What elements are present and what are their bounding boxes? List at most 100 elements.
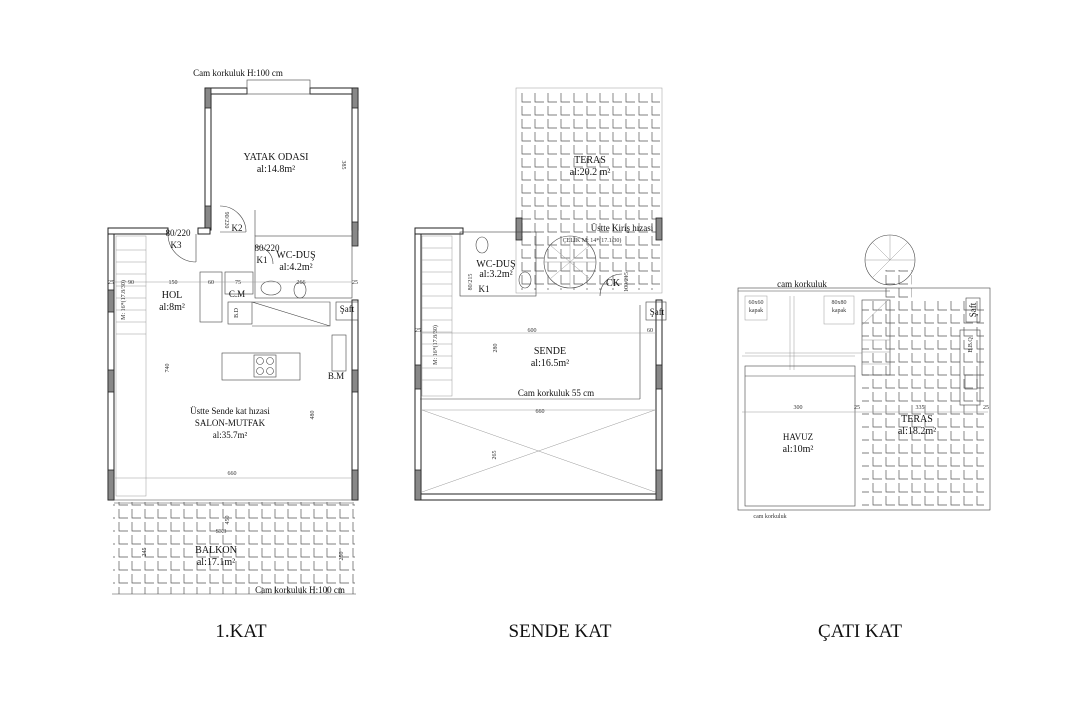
- shaft-label: Şaft: [968, 302, 978, 317]
- dim-450: 450: [225, 516, 231, 525]
- balcony-tiles: [113, 502, 355, 594]
- column: [414, 364, 422, 390]
- dim-265: 265: [492, 451, 498, 460]
- hall-name: HOL: [162, 290, 183, 301]
- hatch2-label: kapak: [832, 308, 846, 314]
- wc-name: WC-DUŞ: [476, 259, 515, 270]
- stairs-label: M: 16*(17.8/30): [432, 325, 439, 365]
- bottom-rail-label: cam korkuluk: [753, 514, 786, 520]
- terrace-area: al:18.2m²: [898, 426, 936, 437]
- washbasin-icon: [518, 271, 532, 289]
- bd-cabinet: [227, 301, 253, 325]
- column: [414, 469, 422, 501]
- plan-title: SENDE KAT: [509, 621, 612, 642]
- spiral-stair: [543, 235, 597, 289]
- wall-left: [414, 227, 422, 501]
- hatch-80x80: [823, 295, 855, 325]
- salon-area: al:35.7m²: [213, 430, 248, 440]
- plan-sende-kat: TERAS al:20.2 m² Üstte Kiriş hızasi ÇELİ…: [414, 87, 667, 642]
- cm-label: C.M: [229, 289, 245, 299]
- main-wall-left: [107, 227, 115, 501]
- plan-title: ÇATI KAT: [818, 621, 902, 642]
- column: [351, 469, 359, 501]
- sink-icon: [964, 374, 978, 390]
- door-k3-size: 80/220: [165, 228, 191, 238]
- dim-25-right: 25: [352, 280, 358, 286]
- door-ck: [599, 273, 623, 297]
- stairs: [421, 235, 453, 397]
- terrace-outline: [515, 87, 663, 294]
- column: [655, 364, 663, 390]
- wc-area: al:3.2m²: [479, 269, 512, 280]
- door-k3: [167, 233, 197, 263]
- stairs-label: M: 16*(17.8/30): [120, 280, 127, 320]
- column: [204, 205, 212, 231]
- bedroom-wall-right: [351, 87, 359, 231]
- door-k2: [219, 205, 247, 233]
- spiral-stair: [864, 234, 916, 286]
- column: [515, 217, 523, 241]
- dim-150: 150: [169, 280, 178, 286]
- door-ck-label: CK: [606, 278, 621, 289]
- top-rail-label: Cam korkuluk H:100 cm: [193, 68, 283, 78]
- column: [204, 87, 212, 109]
- dim-660: 660: [228, 471, 237, 477]
- dim-245: 245: [142, 548, 148, 557]
- beam-note: Üstte Kiriş hızasi: [591, 223, 654, 233]
- sende-area: al:16.5m²: [531, 358, 569, 369]
- stairs: [115, 235, 147, 497]
- wc-room: [459, 231, 537, 297]
- door-k2-label: K2: [232, 223, 243, 233]
- terrace-area: al:20.2 m²: [570, 167, 611, 178]
- column: [107, 369, 115, 393]
- sink-icon: [331, 334, 347, 372]
- cooktop-icon: [253, 354, 277, 378]
- wc-area: al:4.2m²: [279, 262, 312, 273]
- shaft-box: [965, 297, 981, 323]
- dim-25-right: 25: [983, 405, 989, 411]
- column: [655, 217, 663, 241]
- hatch-60x60: [744, 295, 768, 321]
- terrace-name: TERAS: [574, 155, 606, 166]
- door-k1: [254, 245, 274, 265]
- main-wall-top: [107, 227, 169, 235]
- door-k3-label: K3: [171, 240, 182, 250]
- bedroom-area: al:14.8m²: [257, 164, 295, 175]
- dim-25: 25: [108, 280, 114, 286]
- wall-bottom: [414, 493, 663, 501]
- bm-label: B.M: [328, 371, 344, 381]
- shaft-label: Şaft: [340, 304, 355, 314]
- closet-cm: [224, 271, 254, 295]
- door-k1-size: 80/220: [254, 243, 280, 253]
- door-k2-size: 90/220: [223, 212, 229, 229]
- balcony-area: al:17.1m²: [197, 557, 235, 568]
- rail-label: Cam korkuluk 55 cm: [518, 388, 594, 398]
- sende-name: SENDE: [534, 346, 566, 357]
- closet: [199, 271, 223, 323]
- pool: [744, 365, 856, 507]
- balcony-name: BALKON: [195, 545, 237, 556]
- door-k1-label: K1: [257, 255, 268, 265]
- wc-name: WC-DUŞ: [276, 250, 315, 261]
- roof-outline: [737, 287, 991, 511]
- bedroom-wall-top-right: [309, 87, 359, 95]
- dim-335: 335: [916, 405, 925, 411]
- column: [351, 87, 359, 109]
- bd-label: B.D: [234, 307, 240, 318]
- plan-1-kat: Cam korkuluk H:100 cm YATAK ODASI al:14.…: [107, 68, 359, 642]
- dim-660: 660: [536, 409, 545, 415]
- bbq-label: B.B.Q: [968, 337, 974, 353]
- bbq-counter: [959, 329, 981, 406]
- salon-note: Üstte Sende kat hızasi: [190, 406, 270, 416]
- door-ck-size: 100/215: [624, 272, 630, 292]
- terrace-tiles: [862, 298, 984, 506]
- wall-top: [414, 227, 464, 235]
- toilet-icon: [475, 236, 489, 254]
- kitchen-island: [221, 352, 301, 381]
- spiral-stair-label: ÇELİK M: 14*(17.1/30): [563, 237, 622, 244]
- dim-740: 740: [165, 364, 171, 373]
- terrace-name: TERAS: [901, 414, 933, 425]
- plan-cati-kat: cam korkuluk 60x60 kapak 80x80 kapak Şaf…: [737, 234, 991, 642]
- plan-title: 1.KAT: [215, 621, 267, 642]
